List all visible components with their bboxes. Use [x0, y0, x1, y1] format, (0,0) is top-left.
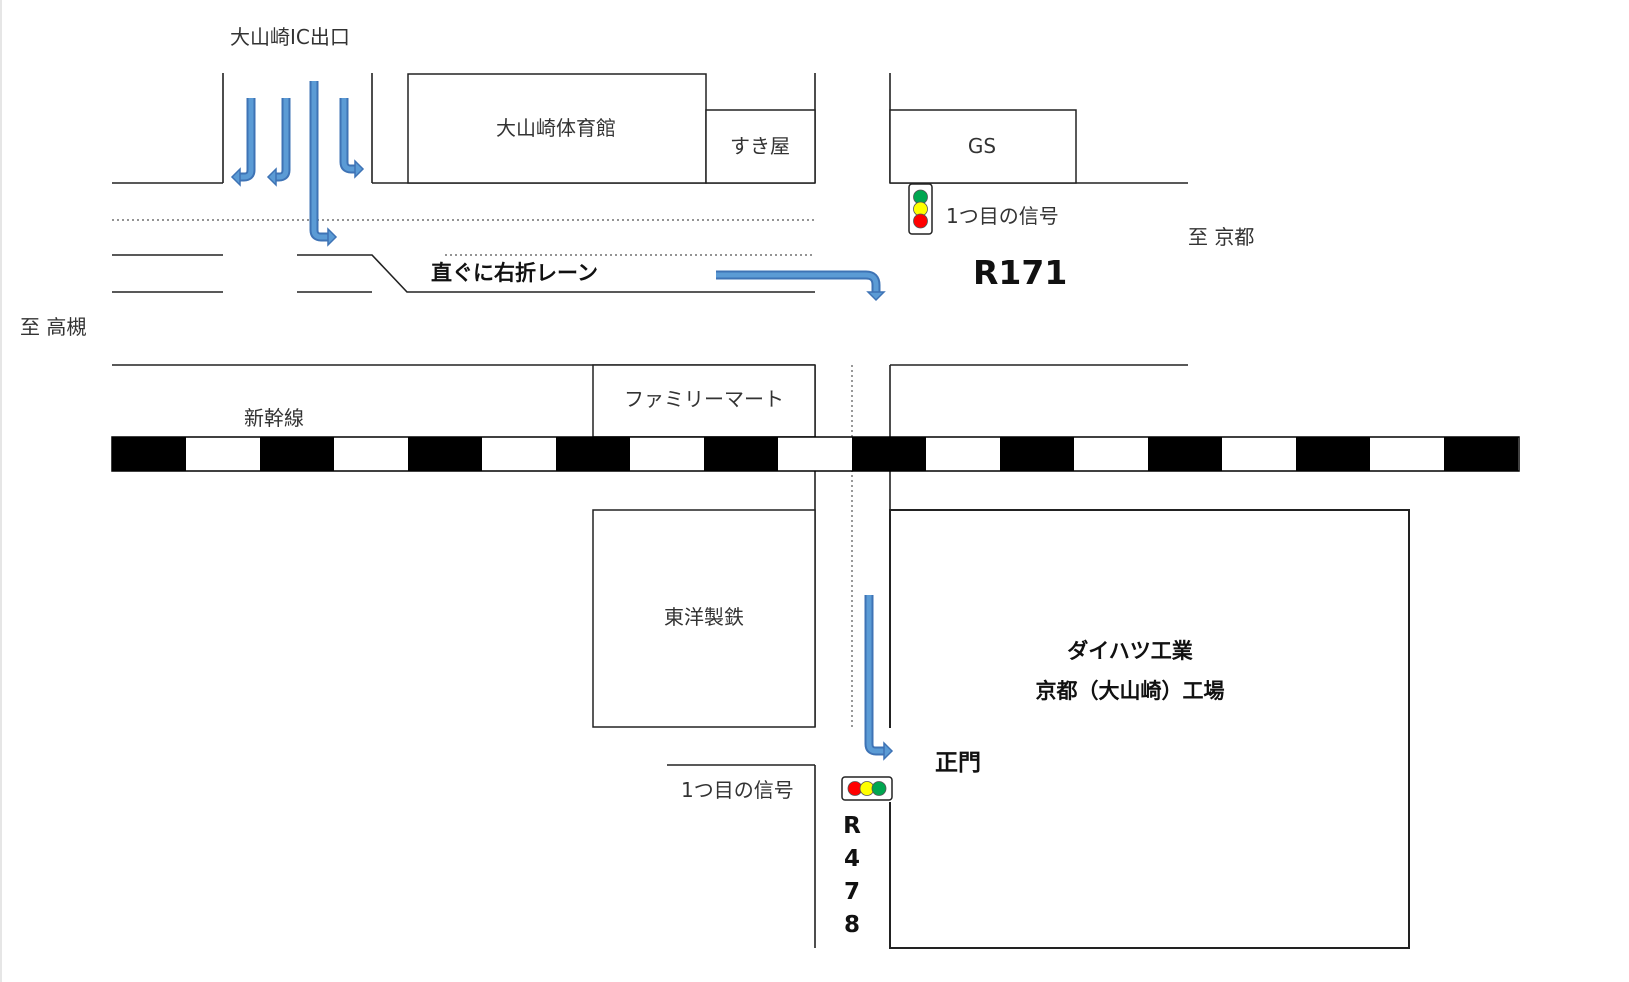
rail-segment-dark [112, 437, 186, 471]
r478-label-char-1: R [843, 813, 861, 839]
gate-opening [888, 728, 893, 802]
rail-outline [111, 436, 1520, 472]
traffic-signal-icon [841, 776, 893, 801]
gym-label: 大山崎体育館 [496, 116, 616, 140]
rail-segment-dark [1148, 437, 1222, 471]
route-arrows [230, 81, 894, 761]
signal-green-light [871, 781, 887, 796]
r171-label: R171 [973, 253, 1067, 292]
sukiya-building [705, 109, 816, 184]
to-kyoto-label: 至 京都 [1188, 225, 1254, 249]
route-arrow-icon [266, 98, 291, 187]
first-signal-top-label: 1つ目の信号 [946, 204, 1059, 228]
rail-segment-dark [1000, 437, 1074, 471]
first-signal-bottom-label: 1つ目の信号 [681, 778, 794, 802]
rail-segment-dark [704, 437, 778, 471]
ic-exit-label: 大山崎IC出口 [230, 25, 350, 49]
rail-segment-light [778, 437, 852, 471]
shinkansen-label: 新幹線 [244, 406, 304, 430]
rail-segment-light [334, 437, 408, 471]
route-arrow-icon [864, 595, 894, 761]
rail-segment-light [1370, 437, 1444, 471]
rail-segment-dark [556, 437, 630, 471]
familymart-building [592, 364, 816, 438]
buildings [407, 73, 1410, 949]
rail-segment-dark [260, 437, 334, 471]
familymart-label: ファミリーマート [624, 387, 784, 411]
rail-segment-light [926, 437, 1000, 471]
signal-red-light [913, 213, 928, 229]
daihatsu-name-line2: 京都（大山崎）工場 [1036, 679, 1225, 703]
toyo-seitetsu-building [592, 509, 816, 728]
shinkansen-rail [111, 436, 1520, 472]
r478-label-char-2: 4 [844, 846, 860, 872]
route-arrow-icon [309, 81, 338, 247]
r478-label-char-4: 8 [844, 912, 860, 938]
rail-segment-light [482, 437, 556, 471]
gs-building [889, 109, 1077, 184]
daihatsu-factory-building [889, 509, 1410, 949]
traffic-signal-icon [908, 183, 933, 235]
rail-segment-light [1222, 437, 1296, 471]
route-arrow-icon [339, 98, 365, 179]
toyo-seitetsu-label: 東洋製鉄 [664, 605, 744, 629]
rail-segment-dark [1444, 437, 1518, 471]
rail-segment-dark [852, 437, 926, 471]
rail-segment-light [1074, 437, 1148, 471]
right-turn-lane-taper [297, 254, 815, 293]
to-takatsuki-label: 至 高槻 [20, 315, 86, 339]
daihatsu-name-line1: ダイハツ工業 [1067, 639, 1194, 663]
route-arrow-icon [716, 270, 886, 302]
map-labels: 大山崎IC出口 大山崎体育館 すき屋 GS 1つ目の信号 至 京都 直ぐに右折レ… [20, 25, 1254, 938]
rail-segment-dark [408, 437, 482, 471]
rail-segment-light [630, 437, 704, 471]
gs-label: GS [968, 134, 996, 158]
rail-segment-dark [1296, 437, 1370, 471]
gym-building [407, 73, 707, 184]
sukiya-label: すき屋 [730, 134, 790, 158]
main-gate-label: 正門 [935, 750, 981, 776]
r478-label-char-3: 7 [844, 879, 860, 905]
right-turn-lane-label: 直ぐに右折レーン [431, 261, 598, 285]
route-arrow-icon [230, 98, 256, 187]
rail-segment-light [186, 437, 260, 471]
